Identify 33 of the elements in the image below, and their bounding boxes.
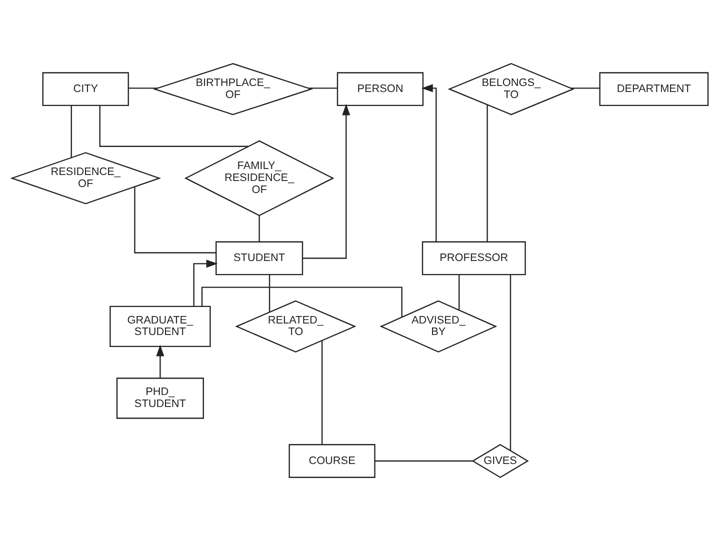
connector: [268, 274, 270, 312]
node-box: GRADUATE_ STUDENT: [110, 305, 211, 347]
node-diamond: BELONGS_ TO: [448, 62, 575, 115]
connector: [128, 87, 158, 88]
connector: [201, 286, 402, 316]
arrow: [421, 84, 437, 242]
node-diamond: RELATED_ TO: [235, 300, 356, 352]
connector: [486, 104, 488, 242]
arrow: [156, 344, 164, 378]
node-diamond: FAMILY_ RESIDENCE_ OF: [184, 140, 334, 216]
node-box: DEPARTMENT: [599, 72, 709, 106]
node-box: CITY: [42, 72, 129, 106]
node-diamond: RESIDENCE_ OF: [10, 152, 162, 204]
node-diamond: BIRTHPLACE_ OF: [152, 62, 314, 115]
connector: [70, 105, 72, 158]
node-diamond: ADVISED_ BY: [380, 300, 498, 352]
connector: [570, 87, 600, 88]
connector: [458, 274, 460, 310]
arrow: [302, 103, 350, 258]
connector: [258, 215, 260, 242]
connector: [374, 460, 473, 462]
connector: [308, 87, 338, 88]
node-box: PROFESSOR: [422, 240, 526, 275]
node-box: PHD_ STUDENT: [116, 377, 204, 418]
node-diamond: GIVES: [472, 443, 529, 478]
connector: [321, 340, 323, 444]
node-box: PERSON: [336, 72, 424, 106]
connector: [99, 105, 248, 146]
node-box: STUDENT: [216, 240, 304, 275]
node-box: COURSE: [288, 444, 376, 478]
connector: [510, 274, 512, 450]
arrow: [193, 259, 218, 306]
connector: [134, 186, 216, 253]
